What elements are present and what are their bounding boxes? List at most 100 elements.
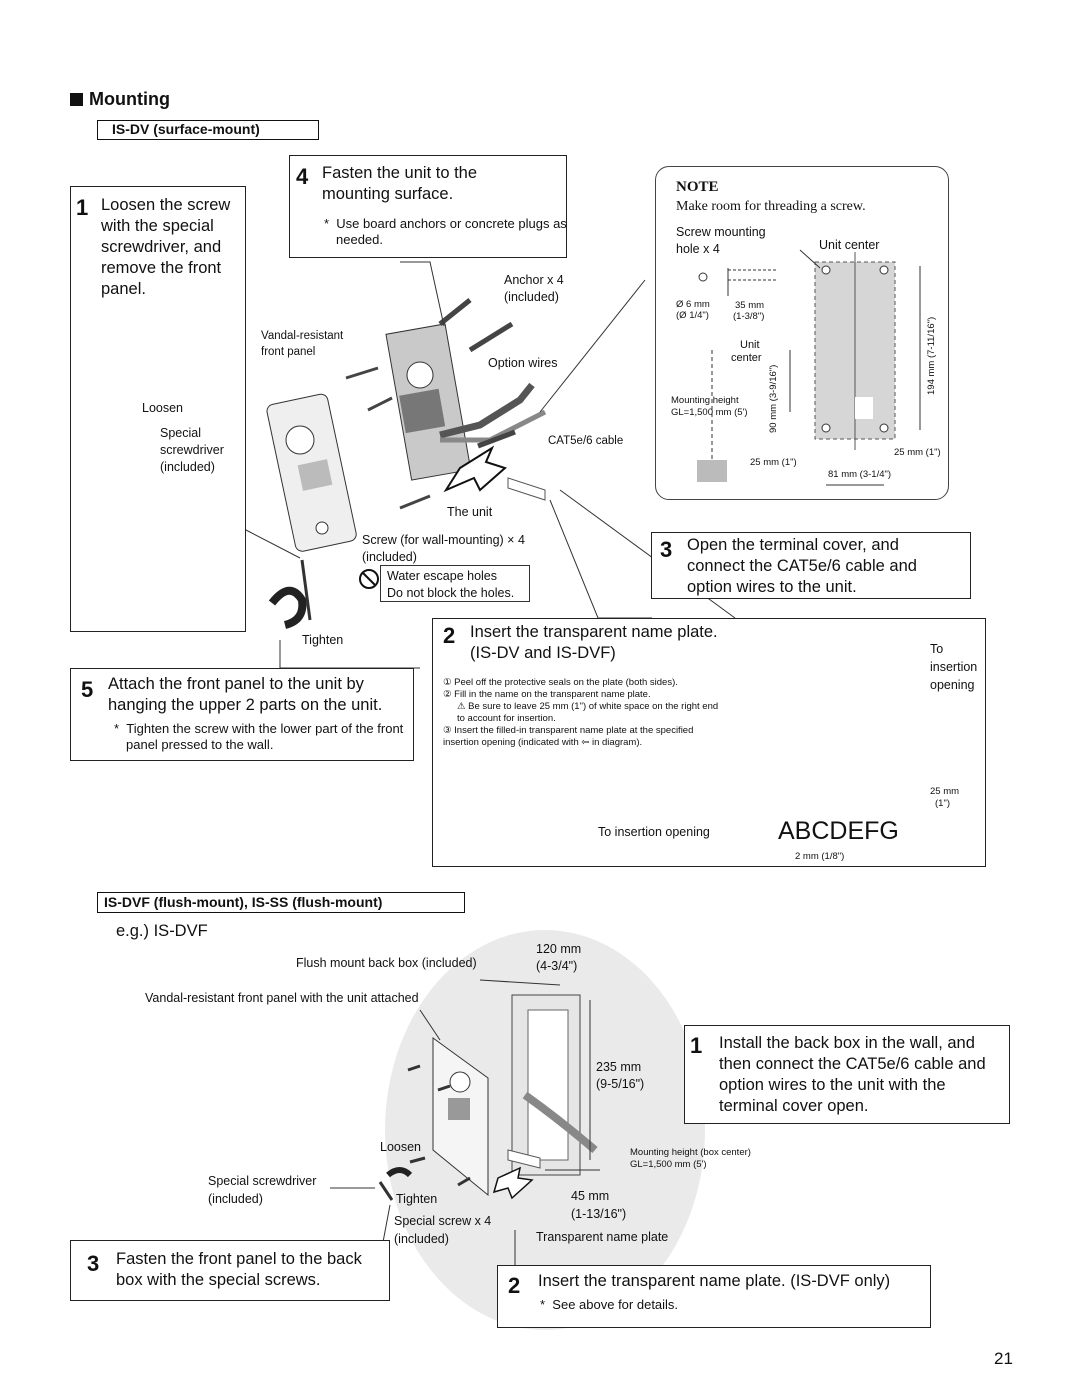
d6-label: Ø 6 mm bbox=[676, 299, 710, 310]
d25b-label: 25 mm (1") bbox=[894, 447, 941, 458]
option-wires-label: Option wires bbox=[488, 356, 558, 370]
included-label: (included) bbox=[160, 460, 215, 474]
d6in-label: (Ø 1/4") bbox=[676, 310, 709, 321]
note-text: Make room for threading a screw. bbox=[676, 199, 866, 214]
example-label: e.g.) IS-DVF bbox=[116, 922, 208, 940]
dv-step2-title: Insert the transparent name plate. bbox=[470, 623, 718, 641]
dvf-step2-note: * See above for details. bbox=[540, 1297, 679, 1312]
water-escape-box: Water escape holes Do not block the hole… bbox=[380, 565, 530, 602]
dim-25: 25 mm bbox=[930, 786, 960, 797]
insertion-label: insertion bbox=[930, 660, 978, 674]
water-label-1: Water escape holes bbox=[387, 569, 498, 583]
screw-wall-label: Screw (for wall-mounting) × 4 bbox=[362, 533, 525, 547]
to-insertion-label: To insertion opening bbox=[598, 825, 710, 839]
d90-label: 90 mm (3-9/16") bbox=[768, 364, 779, 433]
dv-title: IS-DV (surface-mount) bbox=[97, 120, 319, 140]
special-screw-label: Special screw x 4 bbox=[394, 1214, 492, 1228]
to-label: To bbox=[930, 642, 944, 656]
dvf-step1-text: Install the back box in the wall, and th… bbox=[719, 1034, 986, 1115]
dv-step5-number: 5 bbox=[81, 677, 94, 702]
dvf-step3-number: 3 bbox=[87, 1251, 100, 1276]
special-screw-included-label: (included) bbox=[394, 1232, 449, 1246]
flush-mount-illustration bbox=[378, 930, 705, 1330]
unit-center-label: Unit center bbox=[819, 238, 880, 252]
dv-step3-number: 3 bbox=[660, 537, 673, 562]
page-number: 21 bbox=[994, 1349, 1013, 1368]
opening-label: opening bbox=[930, 678, 975, 692]
mh-box-label-2: GL=1,500 mm (5') bbox=[630, 1159, 707, 1170]
section-heading: Mounting bbox=[70, 89, 170, 110]
dv-step5-box: 5 Attach the front panel to the unit by … bbox=[70, 668, 414, 761]
instruction-item: ⚠ Be sure to leave 25 mm (1") of white s… bbox=[457, 701, 719, 724]
dv-step3-text: Open the terminal cover, and connect the… bbox=[687, 536, 917, 596]
d25a-label: 25 mm (1") bbox=[750, 457, 797, 468]
dv-step4-note: * Use board anchors or concrete plugs as… bbox=[324, 216, 567, 247]
dv-step4-number: 4 bbox=[296, 164, 309, 189]
d35-label: 35 mm bbox=[735, 300, 765, 311]
tighten-dvf-label: Tighten bbox=[396, 1192, 438, 1206]
dvf-step2-box: 2 Insert the transparent name plate. (IS… bbox=[497, 1265, 931, 1328]
dvf-step2-number: 2 bbox=[508, 1273, 521, 1298]
d35in-label: (1-3/8") bbox=[733, 311, 765, 322]
dv-step4-text: Fasten the unit to the mounting surface. bbox=[322, 164, 478, 203]
instruction-item: ① Peel off the protective seals on the p… bbox=[443, 677, 678, 688]
vandal-label-2: front panel bbox=[261, 346, 316, 358]
unit-label: Unit bbox=[740, 339, 760, 351]
screwdriver-label: screwdriver bbox=[160, 443, 224, 457]
insertion-arrow-icon: ⇦ bbox=[581, 737, 590, 748]
dvf-step1-number: 1 bbox=[690, 1033, 703, 1058]
vandal-label-1: Vandal-resistant bbox=[261, 330, 344, 342]
loosen-dvf-label: Loosen bbox=[380, 1140, 422, 1154]
d81-label: 81 mm (3-1/4") bbox=[828, 469, 892, 480]
mh1-label: Mounting height bbox=[671, 395, 739, 406]
dv-step2-number: 2 bbox=[443, 623, 456, 648]
dv-step1-number: 1 bbox=[76, 195, 89, 220]
dv-step4-box: 4 Fasten the unit to the mounting surfac… bbox=[289, 155, 567, 258]
dv-step1-text: Loosen the screw with the special screwd… bbox=[101, 196, 231, 298]
special-sd-label: Special screwdriver bbox=[208, 1174, 317, 1188]
tighten-label: Tighten bbox=[302, 633, 344, 647]
dvf-title: IS-DVF (flush-mount), IS-SS (flush-mount… bbox=[97, 892, 465, 913]
dvf-step3-box: 3 Fasten the front panel to the back box… bbox=[70, 1240, 390, 1301]
vandal-dvf-label: Vandal-resistant front panel with the un… bbox=[145, 991, 419, 1005]
d45in-label: (1-13/16") bbox=[571, 1207, 627, 1221]
water-label-2: Do not block the holes. bbox=[387, 586, 515, 600]
screw-included-label: (included) bbox=[362, 550, 417, 564]
dim-25-in: (1") bbox=[935, 798, 950, 809]
mh2-label: GL=1,500 mm (5') bbox=[671, 407, 748, 418]
d194-label: 194 mm (7-11/16") bbox=[926, 316, 937, 395]
d235in-label: (9-5/16") bbox=[596, 1077, 645, 1091]
anchor-included-label: (included) bbox=[504, 290, 559, 304]
the-unit-label: The unit bbox=[447, 505, 493, 519]
note-box: NOTE Make room for threading a screw. Sc… bbox=[655, 166, 949, 500]
dvf-step3-text: Fasten the front panel to the back box w… bbox=[116, 1250, 362, 1289]
mh-box-label-1: Mounting height (box center) bbox=[630, 1147, 751, 1158]
note-dimension-diagram bbox=[697, 249, 921, 486]
dv-step2-box: 2 Insert the transparent name plate. (IS… bbox=[432, 618, 986, 867]
d120-label: 120 mm bbox=[536, 942, 582, 956]
center-label: center bbox=[731, 352, 762, 364]
warning-icon: ⚠ bbox=[457, 701, 466, 712]
dv-step3-box: 3 Open the terminal cover, and connect t… bbox=[651, 532, 971, 599]
special-label: Special bbox=[160, 426, 201, 440]
dim-2: 2 mm (1/8") bbox=[795, 851, 845, 862]
unit-mounting-illustration bbox=[266, 298, 547, 629]
special-sd-included-label: (included) bbox=[208, 1192, 263, 1206]
note-title: NOTE bbox=[676, 179, 719, 195]
screw-mount-label: Screw mounting bbox=[676, 225, 766, 239]
loosen-label: Loosen bbox=[142, 401, 184, 415]
d235-label: 235 mm bbox=[596, 1060, 642, 1074]
dv-step2-subtitle: (IS-DV and IS-DVF) bbox=[470, 644, 616, 662]
instruction-item: ③ Insert the filled-in transparent name … bbox=[443, 725, 694, 748]
cat-cable-label: CAT5e/6 cable bbox=[548, 435, 624, 447]
dvf-step1-box: 1 Install the back box in the wall, and … bbox=[684, 1025, 1010, 1124]
dv-step2-instructions: ① Peel off the protective seals on the p… bbox=[443, 677, 725, 749]
sample-name: ABCDEFG bbox=[778, 817, 899, 845]
instruction-item: ② Fill in the name on the transparent na… bbox=[443, 689, 651, 700]
flush-box-label: Flush mount back box (included) bbox=[296, 956, 477, 970]
dvf-step2-text: Insert the transparent name plate. (IS-D… bbox=[538, 1272, 891, 1290]
d120in-label: (4-3/4") bbox=[536, 959, 578, 973]
dv-step5-text: Attach the front panel to the unit by ha… bbox=[108, 675, 383, 714]
dv-step1-box: 1 Loosen the screw with the special scre… bbox=[70, 186, 246, 632]
square-bullet-icon bbox=[70, 93, 83, 106]
